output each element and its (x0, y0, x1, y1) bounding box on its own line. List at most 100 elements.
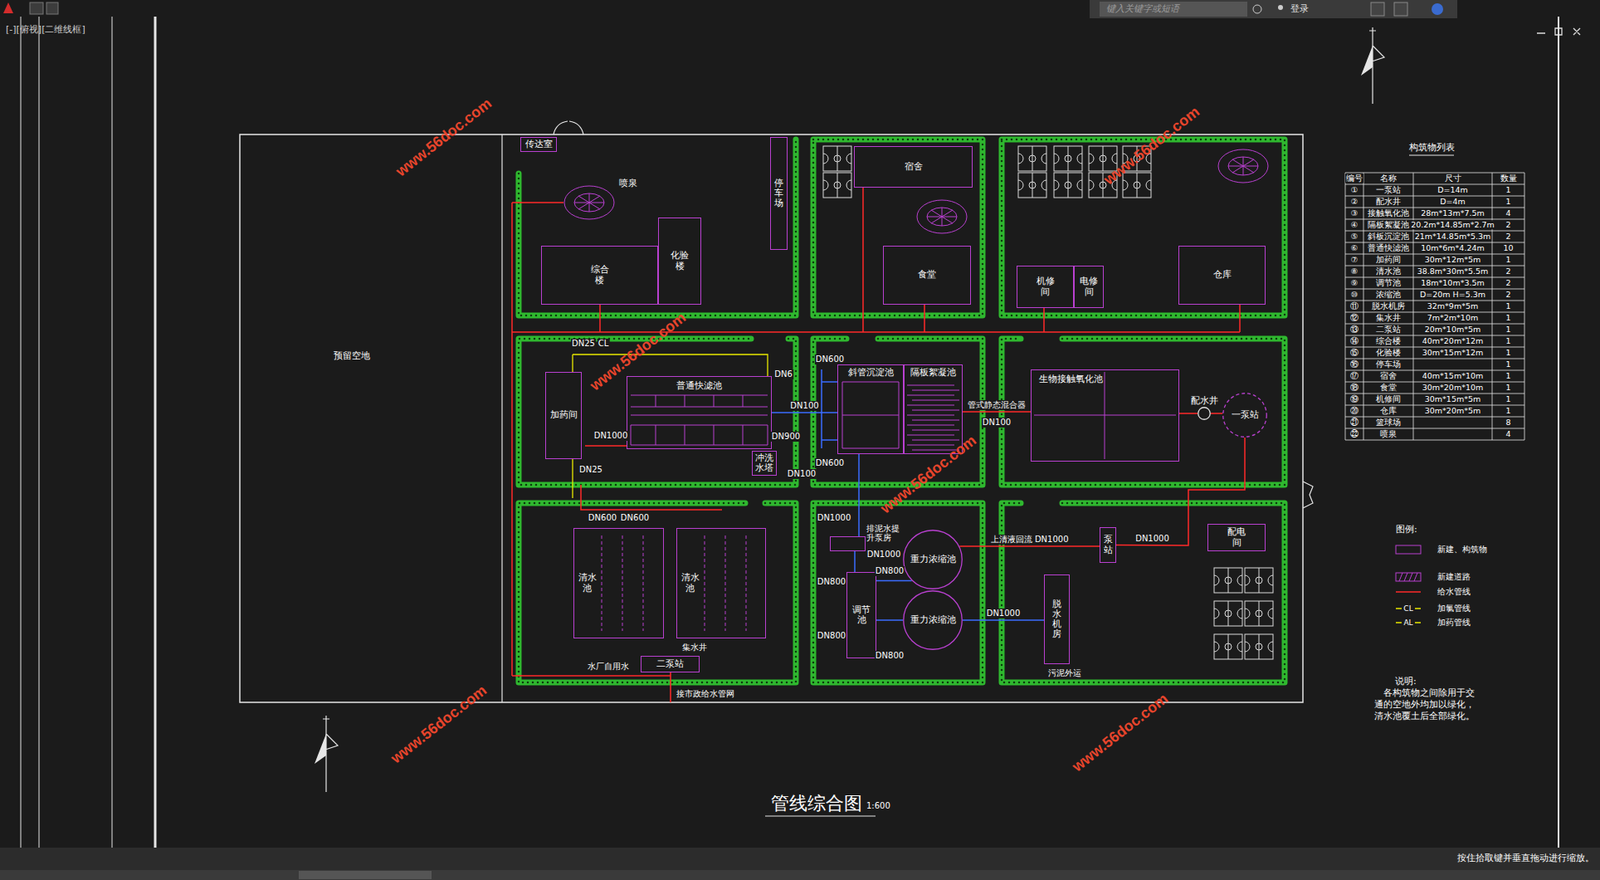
structure-box: 二泵站 (640, 655, 700, 673)
watermark: www.56doc.com (1068, 689, 1172, 777)
legend-text: 给水管线 (1437, 586, 1471, 597)
view-label: [-][俯视][二维线框] (4, 24, 87, 35)
table-cell: 1 (1504, 382, 1512, 392)
table-cell: ⑥ (1350, 243, 1360, 253)
fountain: 喷泉 (563, 185, 615, 220)
structure-label: 宿舍 (903, 161, 924, 172)
pipe-size: DN600 (587, 512, 618, 523)
pipe-size: DN900 (770, 431, 801, 442)
table-cell: 30m*15m*12m (1421, 347, 1485, 357)
pipe-size: DN800 (874, 650, 905, 661)
table-cell: ⑦ (1350, 254, 1360, 264)
legend-text: 加氯管线 (1437, 603, 1471, 614)
structure-label: 脱水机房 (1052, 599, 1062, 640)
basketball-court (1244, 567, 1274, 593)
table-cell: 名称 (1379, 173, 1398, 183)
table-cell: 宿舍 (1379, 370, 1398, 381)
pipe-size: DN100 (786, 468, 817, 479)
tank-partition (601, 535, 747, 631)
north-arrow (314, 715, 338, 792)
table-cell: 编号 (1345, 173, 1364, 183)
structure-box: 清水池 (676, 527, 766, 639)
basketball-court (823, 172, 852, 198)
structure-box: 排泥水提升泵房 (829, 536, 866, 552)
legend-structure-sample (1395, 545, 1421, 554)
tank-circle: 重力浓缩池 (902, 529, 963, 590)
table-cell: 30m*15m*5m (1424, 394, 1482, 404)
table-cell: ⑰ (1349, 370, 1360, 381)
pipe-size: DN600 (814, 458, 845, 469)
table-cell: ③ (1350, 208, 1360, 218)
fountain-symbol (1218, 149, 1269, 183)
pipe-size: DN1000 (866, 549, 903, 560)
table-cell: 1 (1504, 254, 1512, 264)
pipe-size: DN600 (619, 512, 650, 523)
table-cell: 集水井 (1375, 312, 1402, 322)
table-cell: 38.8m*30m*5.5m (1416, 266, 1490, 276)
table-cell: ㉒ (1349, 429, 1360, 439)
table-cell: 1 (1504, 370, 1512, 381)
legend-line-code: CL (1402, 604, 1414, 614)
table-cell: 2 (1504, 278, 1512, 288)
structure-box: 电修间 (1073, 265, 1104, 308)
status-bar (0, 847, 1600, 870)
structure-box: 食堂 (882, 245, 971, 305)
pipe-size: DN1000 (593, 430, 630, 441)
table-cell: 二泵站 (1375, 324, 1402, 334)
legend-title: 图例: (1395, 523, 1419, 535)
toolbar-button (1394, 2, 1408, 16)
legend-item: 新建、构筑物 (1436, 544, 1488, 555)
pipeline (876, 619, 903, 621)
structure-label: 一泵站 (1230, 409, 1260, 420)
structure-label: 生物接触氧化池 (1038, 374, 1104, 385)
table-cell: ⑨ (1350, 278, 1360, 288)
frame-line (154, 16, 157, 848)
structure-label: 调节池 (851, 604, 871, 625)
pipe-size: DN25 (570, 338, 596, 349)
circle-outline (1198, 407, 1211, 420)
table-cell: ⑬ (1349, 324, 1360, 334)
table-cell: 1 (1504, 185, 1512, 195)
pipeline (959, 545, 1100, 547)
circle-outline (903, 530, 963, 590)
legend-item: 给水管线 (1436, 586, 1472, 597)
structure-box: 斜管沉淀池 (837, 364, 904, 454)
pipeline (962, 619, 1044, 621)
structure-label: 传达室 (524, 139, 554, 150)
legend-text: 新建、构筑物 (1437, 544, 1488, 555)
table-cell: 2 (1504, 219, 1512, 230)
structure-label: 配电间 (1226, 526, 1246, 547)
structure-box: 化验楼 (658, 217, 702, 305)
legend-item: 加药管线 (1436, 617, 1472, 628)
table-cell: 加药间 (1375, 254, 1402, 264)
legend-text: 加药管线 (1437, 617, 1471, 628)
legend-line-code: AL (1402, 618, 1414, 628)
tank-circle: 重力浓缩池 (902, 590, 963, 650)
table-cell: 斜板沉淀池 (1366, 231, 1410, 241)
structure-box: 加药间 (545, 371, 582, 459)
help-icon (1431, 3, 1444, 15)
watermark: www.56doc.com (876, 431, 981, 519)
table-cell: 调节池 (1375, 278, 1402, 288)
table-cell: 数量 (1499, 173, 1518, 183)
table-cell: 隔板絮凝池 (1366, 219, 1410, 230)
table-cell: 食堂 (1379, 382, 1398, 392)
watermark: www.56doc.com (386, 681, 491, 769)
gate (1302, 481, 1313, 508)
login-label: 登录 (1289, 3, 1310, 15)
pipe-size: DN800 (816, 576, 847, 587)
structure-label: 食堂 (917, 269, 937, 280)
title-underline (765, 815, 876, 817)
structure-box: 宿舍 (853, 146, 973, 188)
structure-box: 清水池 (573, 527, 664, 639)
table-title: 构筑物列表 (1408, 141, 1456, 153)
pipeline (876, 580, 913, 582)
pipeline (962, 410, 1031, 413)
table-cell: D=4m (1439, 196, 1467, 206)
fountain-symbol (917, 200, 967, 234)
table-cell: 40m*15m*10m (1421, 370, 1485, 381)
table-cell: 脱水机房 (1370, 301, 1406, 311)
table-cell: ① (1350, 185, 1360, 195)
site-boundary (239, 134, 1303, 703)
pipe-size: DN800 (816, 630, 847, 641)
